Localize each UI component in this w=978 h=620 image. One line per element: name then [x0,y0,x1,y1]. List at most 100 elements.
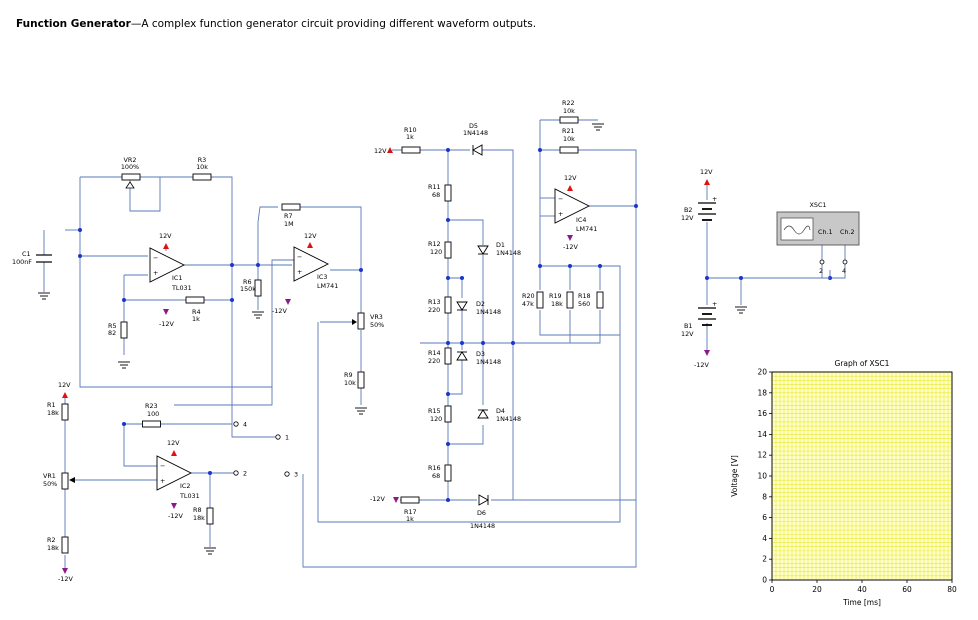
r12-name: R12 [428,240,441,248]
wire [317,265,621,523]
r16-resistor [444,464,452,482]
junction-dot [446,498,450,502]
ic1-name: IC1 [172,274,182,282]
vr2-potentiometer [121,173,141,181]
junction-dot [208,471,212,475]
vcc-arrow [387,147,393,153]
junction-dot [78,228,82,232]
r3-name: R3 [198,156,207,164]
graph-ytick-label: 16 [757,409,767,418]
vr3-name: VR3 [370,313,383,321]
r22-name: R22 [562,99,575,107]
vr1-wiper [69,477,75,483]
graph-xtick-label: 60 [902,585,912,594]
vee-arrow [393,497,399,503]
r20-name: R20 [522,292,535,300]
d2-diode [456,301,468,311]
junction-dot [446,392,450,396]
page-header: Function Generator—A complex function ge… [16,18,536,30]
ic3-value: LM741 [317,282,338,290]
graph-ytick-label: 20 [757,368,767,377]
r9-value: 10k [344,379,356,387]
ic3-vcc-label: 12V [304,232,317,240]
wire [707,270,831,279]
r19-value: 18k [551,300,563,308]
d4-diode [477,409,489,419]
r22-value: 10k [563,107,575,115]
d6-value: 1N4148 [470,522,495,530]
probe-terminal [233,421,239,427]
r21-name: R21 [562,127,575,135]
junction-dot [705,276,709,280]
wire [448,425,484,445]
r8-resistor [206,507,214,525]
junction-dot [122,298,126,302]
wire [539,310,620,336]
d1-name: D1 [496,241,505,249]
vee-arrow [704,350,710,356]
d6-name: D6 [477,509,486,517]
b1-value: 12V [681,330,694,338]
junction-dot [446,218,450,222]
probe-label: 1 [285,434,289,442]
junction-dot [568,264,572,268]
r1-value: 18k [47,409,59,417]
r6-name: R6 [243,278,252,286]
junction-dot [481,341,485,345]
r21-resistor [559,146,579,154]
r21-value: 10k [563,135,575,143]
d1-value: 1N4148 [496,249,521,257]
r6-resistor [254,279,262,297]
ic4-name: IC4 [576,216,586,224]
r17-name: R17 [404,508,417,516]
title-dash: — [130,18,142,30]
ic4-value: LM741 [576,225,597,233]
r22-resistor [559,116,579,124]
probe-terminal [284,471,290,477]
vee-arrow [62,568,68,574]
junction-dot [446,442,450,446]
junction-dot [446,148,450,152]
ic3-opamp [293,246,330,282]
vr2-name: VR2 [124,156,137,164]
r7-name: R7 [284,212,293,220]
wire [302,474,637,568]
ic1-opamp [149,247,186,283]
ic2-opamp-minus: − [160,462,165,470]
r3-value: 10k [196,163,208,171]
r23-name: R23 [145,402,158,410]
r13-value: 220 [428,306,440,314]
r8-value: 18k [193,514,205,522]
vcc-arrow [307,242,313,248]
d3-name: D3 [476,350,485,358]
r3-resistor [192,173,212,181]
d4-name: D4 [496,407,505,415]
r6-value: 150k [240,285,256,293]
graph-xlabel: Time [ms] [842,598,881,607]
ic2-vcc-label: 12V [167,439,180,447]
junction-dot [256,263,260,267]
ic2-value: TL031 [179,492,200,500]
junction-dot [446,276,450,280]
xsc1-pin4-label: 4 [842,267,846,275]
b2-value: 12V [681,214,694,222]
r11-name: R11 [428,183,441,191]
vee-arrow [567,235,573,241]
r9-resistor [357,371,365,389]
ic3-opamp-plus: + [297,268,302,276]
wire [448,360,463,395]
r5-resistor [120,321,128,339]
ic4-opamp [554,188,591,224]
ic2-vee-label: -12V [168,512,183,520]
ic4-vcc-label: 12V [564,174,577,182]
r2-resistor [61,536,69,554]
r17-value: 1k [406,515,414,523]
graph-ytick-label: 4 [762,534,767,543]
vee-arrow [163,309,169,315]
graph-ytick-label: 12 [757,451,767,460]
d2-value: 1N4148 [476,308,501,316]
wire [297,206,362,320]
graph-ytick-label: 0 [762,576,767,585]
ic2-opamp [156,455,193,491]
